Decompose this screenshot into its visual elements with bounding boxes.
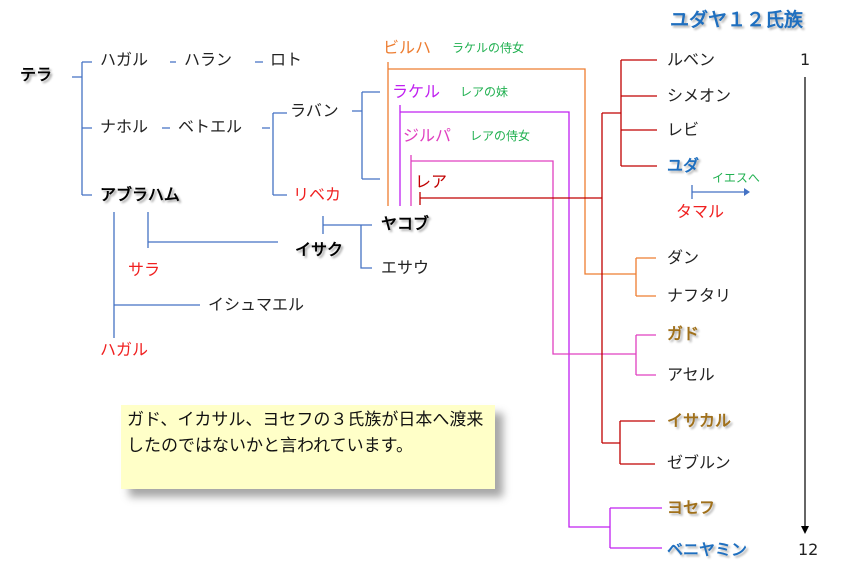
person-tera: テラ [20, 65, 53, 84]
page-title: ユダヤ１２氏族 [670, 9, 804, 31]
order-start: 1 [800, 50, 811, 69]
tribe-naphtali: ナフタリ [667, 286, 732, 305]
wife-bilhah: ビルハ [383, 38, 432, 57]
tribe-simeon: シメオン [667, 86, 732, 105]
person-sarah: サラ [128, 260, 161, 279]
person-abraham: アブラハム [100, 185, 180, 204]
tribe-zebulun: ゼブルン [667, 453, 731, 472]
tribe-joseph: ヨセフ [667, 498, 716, 517]
person-nahor: ナホル [100, 117, 149, 136]
wife-leah: レア [415, 172, 448, 191]
person-jacob: ヤコブ [381, 214, 430, 233]
person-haran: ハラン [184, 50, 233, 69]
to-jesus-label: イエスへ [712, 171, 760, 185]
wife-zilpah: ジルパ [403, 126, 452, 145]
person-isaac: イサク [295, 240, 344, 259]
tribe-gad: ガド [667, 324, 700, 343]
wife-rachel-note: レアの妹 [460, 85, 509, 99]
person-ishmael: イシュマエル [208, 295, 305, 314]
wife-zilpah-note: レアの侍女 [470, 129, 531, 143]
person-hagar-m: ハガル [100, 50, 149, 69]
tribe-dan: ダン [667, 248, 700, 267]
tribe-reuben: ルベン [667, 50, 716, 69]
tribe-issachar: イサカル [667, 411, 732, 430]
person-rebekah: リベカ [293, 185, 342, 204]
tribe-benjamin: ベニヤミン [667, 540, 748, 559]
person-lot: ロト [270, 50, 303, 69]
order-end: 12 [798, 540, 819, 559]
person-bethuel: ベトエル [178, 117, 243, 136]
tribe-judah: ユダ [667, 156, 700, 175]
tribe-asher: アセル [667, 365, 715, 384]
note-box: ガド、イカサル、ヨセフの３氏族が日本へ渡来したのではないかと言われています。 [121, 405, 495, 489]
wife-rachel: ラケル [392, 82, 441, 101]
person-esau: エサウ [381, 258, 430, 277]
person-tamar: タマル [676, 202, 725, 221]
wife-bilhah-note: ラケルの侍女 [452, 41, 525, 55]
person-hagar: ハガル [100, 340, 149, 359]
person-laban: ラバン [290, 101, 339, 120]
tribe-levi: レビ [667, 120, 700, 139]
